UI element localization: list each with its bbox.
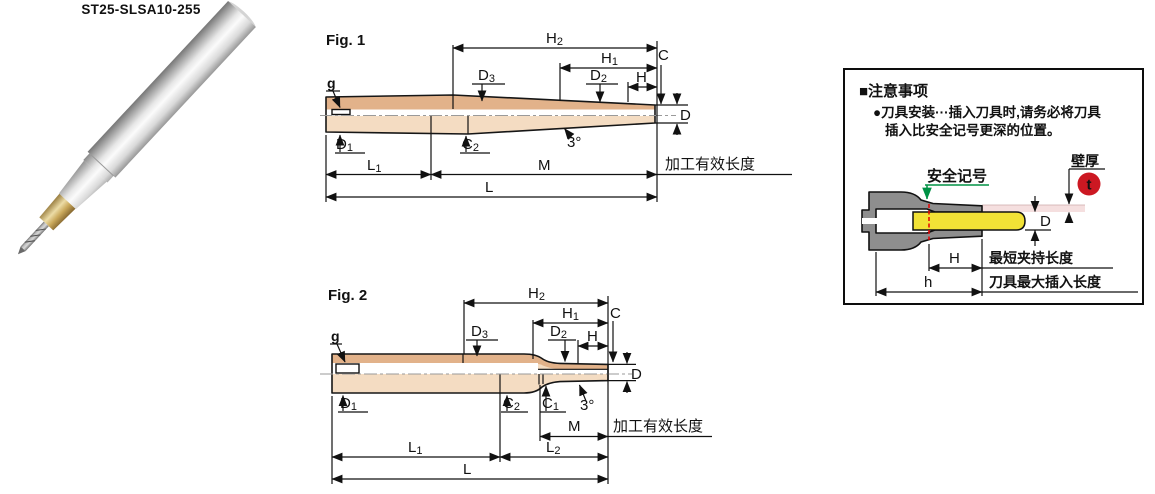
fig2-dim-D2: D2 [550,323,567,341]
fig1-holder-body [320,94,688,135]
fig1-drawing: Fig. 1 H2 H1 C H D3 D2 g D 3° D1 C2 L1 M… [320,30,792,202]
wall-thickness-label: 壁厚 [1071,153,1099,169]
fig1-dim-D: D [680,107,691,124]
fig2-dim-D1: D1 [340,395,357,413]
fig1-dim-H2: H2 [546,30,563,48]
tool-holder-photo [17,1,256,255]
caution-note-diagram: ■注意事项 ●刀具安装···插入刀具时,请务必将刀具 插入比安全记号更深的位置。… [859,82,1138,297]
fig2-dim-D3: D3 [471,323,488,341]
inserted-tool [912,211,1026,231]
note-title: ■注意事项 [859,82,928,100]
note-max-insert-label: 刀具最大插入长度 [989,274,1102,290]
note-min-clamp-label: 最短夹持长度 [989,250,1074,266]
fig2-dim-L: L [463,461,471,478]
fig1-dim-C2: C2 [462,136,479,154]
fig2-holder-body [320,353,636,394]
fig2-effective-length-label: 加工有效长度 [613,418,703,435]
fig2-dimension-lines [330,298,712,484]
fig1-dim-g: g [327,75,336,91]
note-line1: ●刀具安装···插入刀具时,请务必将刀具 [873,104,1101,120]
note-dim-H: H [949,250,960,267]
fig1-dim-C: C [658,47,669,64]
fig2-drawing: Fig. 2 H2 H1 C H D3 D2 g D 3° D1 C2 C1 L… [320,285,712,484]
fig1-dimension-lines [325,43,792,202]
wall-thickness-symbol-badge [1077,172,1101,196]
fig1-dim-H1: H1 [601,50,618,68]
fig2-dim-M: M [568,418,581,435]
fig2-dim-D: D [631,366,642,383]
note-dim-D: D [1040,213,1051,230]
fig2-dim-L2: L2 [546,439,560,457]
safety-mark-label: 安全记号 [927,167,987,185]
fig2-dim-H1: H1 [562,305,579,323]
note-line2: 插入比安全记号更深的位置。 [885,122,1061,138]
fig1-dim-L1: L1 [367,157,381,175]
fig1-dim-D1: D1 [336,136,353,154]
fig1-effective-length-label: 加工有效长度 [665,156,755,173]
product-photo: ST25-SLSA10-255 [17,1,256,255]
fig2-dim-C1: C1 [542,395,559,413]
caution-note-box: ■注意事项 ●刀具安装···插入刀具时,请务必将刀具 插入比安全记号更深的位置。… [843,68,1144,305]
fig1-dim-D2: D2 [590,67,607,85]
fig1-dim-H: H [636,69,647,86]
drill-flutes [24,228,46,243]
wall-thickness-symbol: t [1087,177,1092,194]
note-dim-h: h [924,274,932,291]
fig2-dim-C: C [610,305,621,322]
product-model-label: ST25-SLSA10-255 [81,2,200,17]
wall-thickness-strip [982,205,1085,212]
fig2-dim-H2: H2 [528,285,545,303]
chuck-slit [862,218,878,224]
fig1-dim-angle: 3° [567,134,581,151]
fig2-dim-g: g [331,328,340,344]
fig1-title: Fig. 1 [326,32,365,49]
fig1-dim-M: M [538,157,551,174]
fig2-dim-H: H [587,328,598,345]
fig2-dim-C2: C2 [503,395,520,413]
fig1-dim-L: L [485,179,493,196]
fig1-dim-D3: D3 [478,67,495,85]
fig2-dim-angle: 3° [580,397,594,414]
fig2-title: Fig. 2 [328,287,367,304]
fig2-dim-L1: L1 [408,439,422,457]
